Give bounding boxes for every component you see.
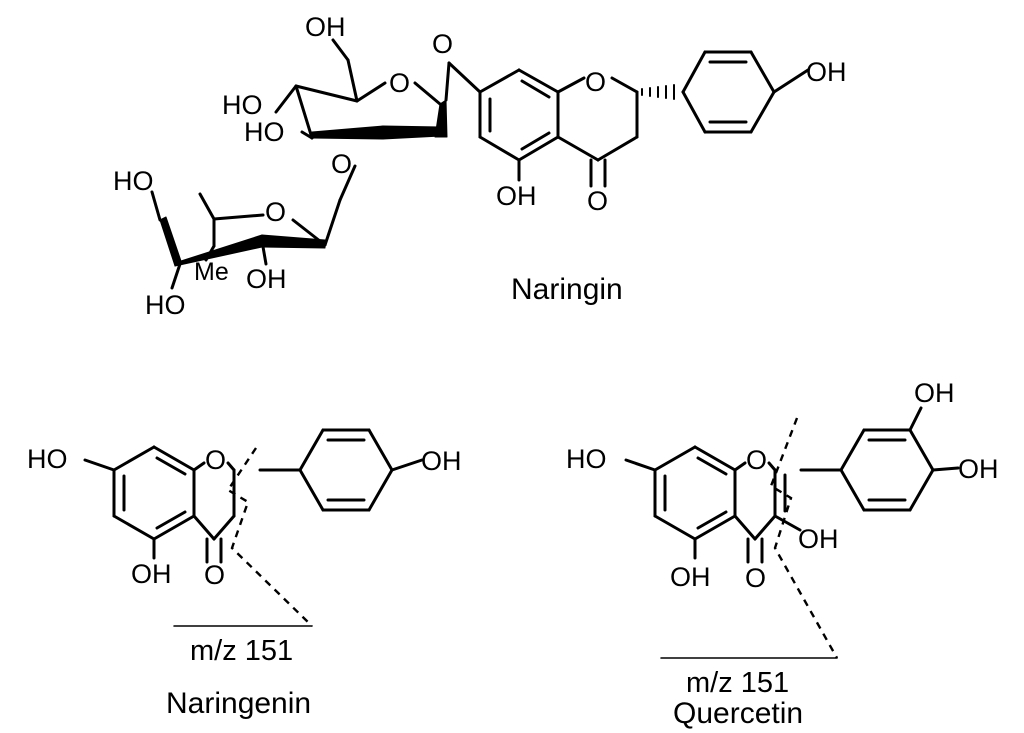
quercetin-oh-label: OH: [958, 454, 999, 484]
naringin-interglycosidic-oxygen-label: O: [331, 149, 352, 179]
quercetin-oh-label: OH: [914, 378, 955, 408]
naringin-ring-oxygen-label: O: [585, 67, 606, 97]
quercetin-oh-label: OH: [798, 524, 839, 554]
naringenin-fragment-label: m/z 151: [190, 635, 293, 667]
naringin-methyl-label: Me: [194, 258, 229, 286]
naringin-glycosidic-oxygen-label: O: [432, 29, 453, 59]
naringin-glucose: [274, 38, 451, 202]
naringenin-fragmentation-line: [173, 447, 313, 627]
naringin-name: Naringin: [511, 273, 623, 306]
naringin-oh-label: OH: [305, 12, 346, 42]
naringin-structure: OH HO HO O O O HO O Me OH HO O OH OH O N…: [113, 12, 847, 320]
quercetin-name: Quercetin: [673, 697, 803, 730]
naringin-ring-oxygen-label: O: [265, 197, 286, 227]
naringenin-a-ring: [83, 445, 196, 560]
quercetin-carbonyl-oxygen-label: O: [745, 563, 766, 593]
naringenin-carbonyl-oxygen-label: O: [204, 560, 225, 590]
quercetin-ho-label: HO: [566, 444, 607, 474]
quercetin-ring-oxygen-label: O: [746, 445, 767, 475]
naringenin-ring-oxygen-label: O: [205, 445, 226, 475]
naringenin-structure: HO O OH OH O m/z 151 Naringenin: [27, 428, 462, 720]
quercetin-b-ring: [799, 406, 960, 512]
naringenin-oh-label: OH: [131, 559, 172, 589]
quercetin-fragment-label: m/z 151: [686, 667, 789, 699]
naringin-b-ring: [681, 50, 810, 134]
naringin-oh-label: OH: [246, 264, 287, 294]
naringin-hashed-bond: [641, 84, 675, 100]
naringenin-b-ring: [258, 428, 424, 512]
quercetin-oh-label: OH: [670, 562, 711, 592]
naringin-oh-label: OH: [806, 57, 847, 87]
naringenin-ho-label: HO: [27, 444, 68, 474]
naringin-ho-label: HO: [244, 117, 285, 147]
naringenin-oh-label: OH: [421, 446, 462, 476]
naringin-c-ring: [556, 76, 639, 188]
quercetin-a-ring: [624, 445, 737, 560]
naringin-oh-label: OH: [496, 181, 537, 211]
naringin-ho-label: HO: [113, 166, 154, 196]
quercetin-fragmentation-line: [660, 417, 839, 659]
quercetin-c-ring: [733, 461, 802, 564]
naringin-carbonyl-oxygen-label: O: [587, 186, 608, 216]
naringenin-c-ring: [192, 461, 236, 564]
quercetin-structure: HO O OH OH OH OH O m/z 151 Quercetin: [566, 378, 999, 730]
naringin-ho-label: HO: [222, 90, 263, 120]
naringin-ring-oxygen-label: O: [389, 68, 410, 98]
naringin-rhamnose: [150, 190, 342, 290]
naringin-a-ring: [478, 68, 560, 162]
naringin-ho-label: HO: [145, 290, 186, 320]
naringenin-name: Naringenin: [166, 687, 311, 720]
